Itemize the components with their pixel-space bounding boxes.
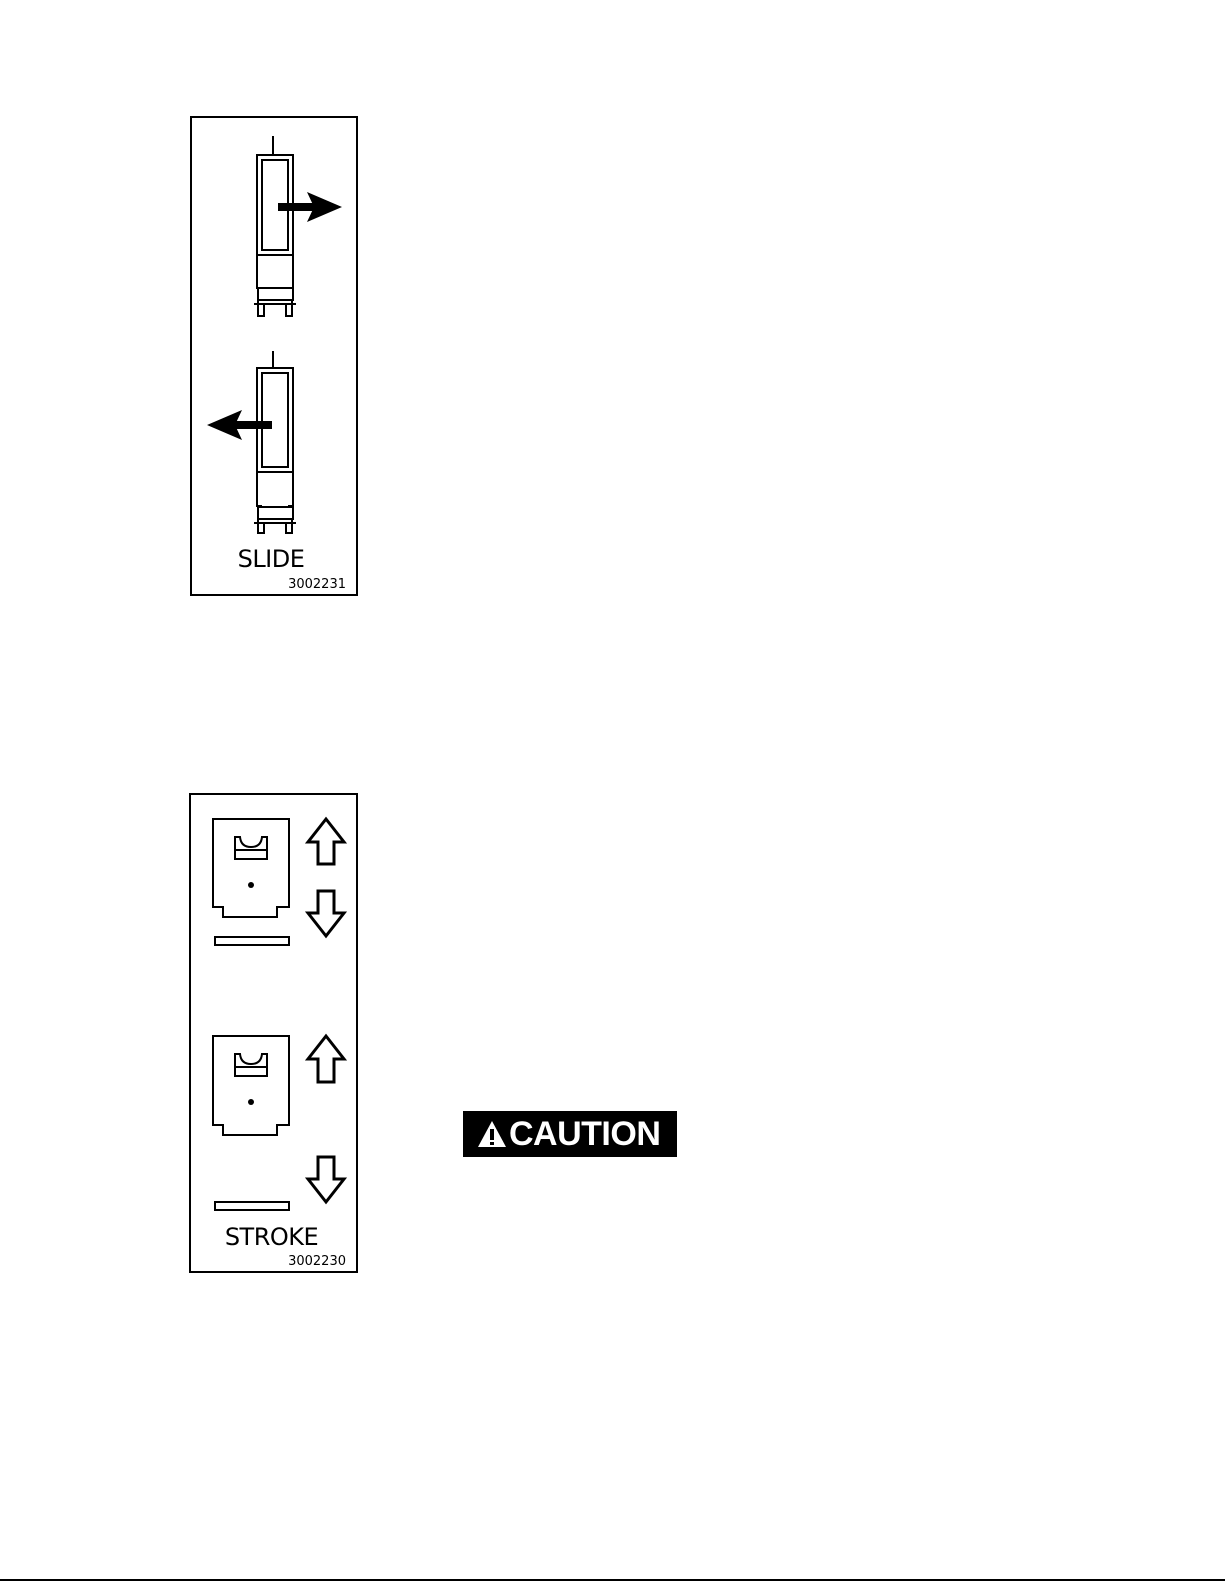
bottom-rule	[0, 1579, 1225, 1581]
arrow-up-icon	[308, 1036, 344, 1082]
stroke-press-bottom	[213, 1036, 289, 1210]
caution-label: CAUTION	[463, 1111, 677, 1157]
caution-text: CAUTION	[509, 1117, 660, 1151]
slide-title: SLIDE	[186, 545, 356, 573]
stroke-diagram	[191, 795, 360, 1275]
slide-machine-top	[254, 136, 296, 316]
arrow-down-icon	[308, 1157, 344, 1202]
slide-machine-bottom	[254, 351, 296, 533]
stroke-title: STROKE	[187, 1223, 356, 1251]
arrow-down-icon	[308, 891, 344, 936]
warning-triangle-icon	[477, 1119, 507, 1149]
slide-part-number: 3002231	[288, 577, 346, 592]
stroke-decal: STROKE 3002230	[189, 793, 358, 1273]
arrow-up-icon	[308, 819, 344, 864]
stroke-part-number: 3002230	[288, 1254, 346, 1269]
slide-decal: SLIDE 3002231	[190, 116, 358, 596]
slide-diagram	[192, 118, 360, 598]
